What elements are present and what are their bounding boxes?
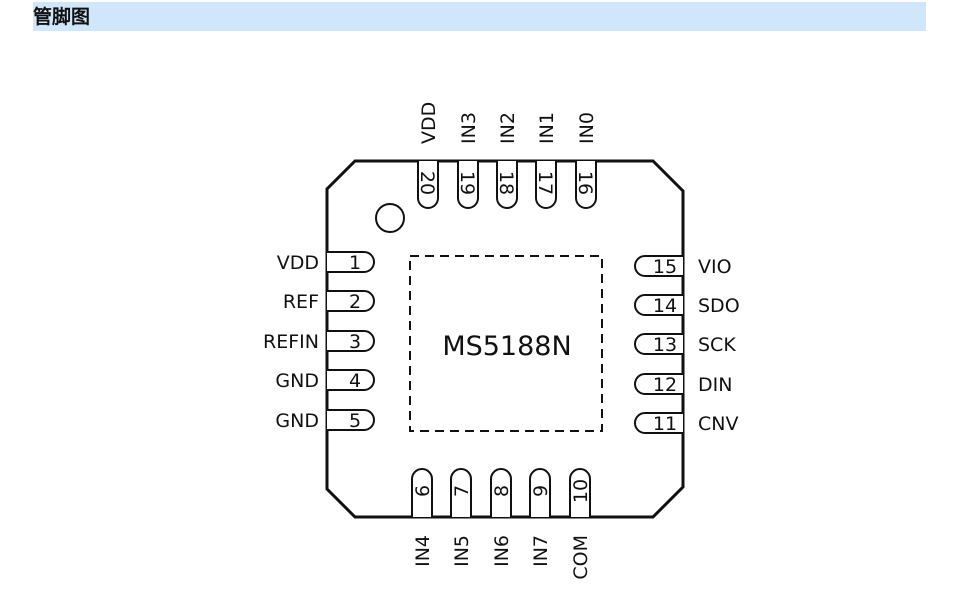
pin-20: 20 VDD (416, 102, 440, 209)
pin-label: CNV (698, 413, 738, 435)
pin-18: 18 IN2 (495, 112, 519, 209)
pin-pad (634, 255, 683, 277)
pin-label: VIO (698, 256, 732, 278)
pin-14: 14 SDO (634, 294, 740, 317)
pin-pad (327, 251, 375, 273)
pin-label: REFIN (263, 331, 319, 353)
pin-11: 11 CNV (634, 412, 738, 435)
pin1-indicator-dot (375, 203, 405, 233)
pin-pad (327, 330, 375, 352)
pin-5: 5 GND (275, 409, 375, 432)
pin-number: 2 (349, 291, 361, 313)
pin-label: IN0 (576, 112, 598, 144)
pin-label: IN6 (491, 535, 513, 567)
pin-label: IN2 (497, 112, 519, 144)
pin-pad (496, 161, 518, 209)
pin-number: 18 (495, 171, 517, 195)
pin-16: 16 IN0 (574, 112, 598, 209)
pin-number: 5 (349, 410, 361, 432)
pin-number: 1 (349, 252, 361, 274)
pin-pad (634, 412, 683, 434)
pin-pad (327, 369, 375, 391)
pin-19: 19 IN3 (456, 112, 480, 209)
pin-15: 15 VIO (634, 255, 732, 278)
pin-13: 13 SCK (634, 333, 736, 356)
pin-label: IN1 (536, 112, 558, 144)
pin-label: VDD (277, 252, 319, 274)
pin-label: SDO (698, 295, 740, 317)
pin-label: COM (570, 535, 592, 580)
exposed-pad-outline (409, 255, 603, 432)
pin-pad (490, 468, 512, 517)
pin-label: REF (283, 291, 319, 313)
pin-4: 4 GND (275, 369, 375, 392)
pin-number: 9 (530, 485, 552, 497)
pin-pad (327, 290, 375, 312)
pin-number: 6 (412, 485, 434, 497)
pin-label: IN3 (458, 112, 480, 144)
pin-number: 8 (491, 485, 513, 497)
pin-number: 16 (574, 171, 596, 195)
pin-number: 19 (456, 171, 478, 195)
pin-number: 4 (349, 370, 361, 392)
pin-pad (450, 468, 472, 517)
pin-pad (569, 468, 591, 517)
pin-label: DIN (698, 374, 732, 396)
pin-17: 17 IN1 (534, 112, 558, 209)
pin-pad (411, 468, 433, 517)
pin-label: VDD (418, 102, 440, 144)
pin-pad (529, 468, 551, 517)
pin-label: GND (275, 410, 319, 432)
pin-number: 10 (570, 479, 592, 503)
pin-1: 1 VDD (277, 251, 375, 274)
page-title: 管脚图 (33, 6, 91, 28)
pin-number: 7 (451, 485, 473, 497)
pin-number: 12 (653, 374, 677, 396)
pin-pad (327, 409, 375, 431)
pin-12: 12 DIN (634, 373, 732, 396)
pin-pad (575, 161, 597, 209)
pin-number: 14 (653, 295, 677, 317)
chip-name: MS5188N (442, 331, 571, 362)
pin-label: IN7 (530, 535, 552, 567)
header-bar: 管脚图 (33, 2, 926, 31)
pin-pad (634, 333, 683, 355)
pin-number: 13 (653, 334, 677, 356)
pin-label: GND (275, 370, 319, 392)
pin-label: IN5 (451, 535, 473, 567)
pin-label: IN4 (412, 535, 434, 567)
pin-pad (535, 161, 557, 209)
pin-2: 2 REF (283, 290, 375, 313)
pin-number: 3 (349, 331, 361, 353)
pin-pad (634, 294, 683, 316)
pin-number: 20 (416, 171, 438, 195)
chip-package-outline (325, 159, 685, 519)
pin-label: SCK (698, 334, 736, 356)
pin-number: 17 (534, 171, 556, 195)
pin-number: 15 (653, 256, 677, 278)
pin-number: 11 (653, 413, 677, 435)
pin-pad (417, 161, 439, 209)
pin-pad (457, 161, 479, 209)
pin-3: 3 REFIN (263, 330, 375, 353)
pin-pad (634, 373, 683, 395)
